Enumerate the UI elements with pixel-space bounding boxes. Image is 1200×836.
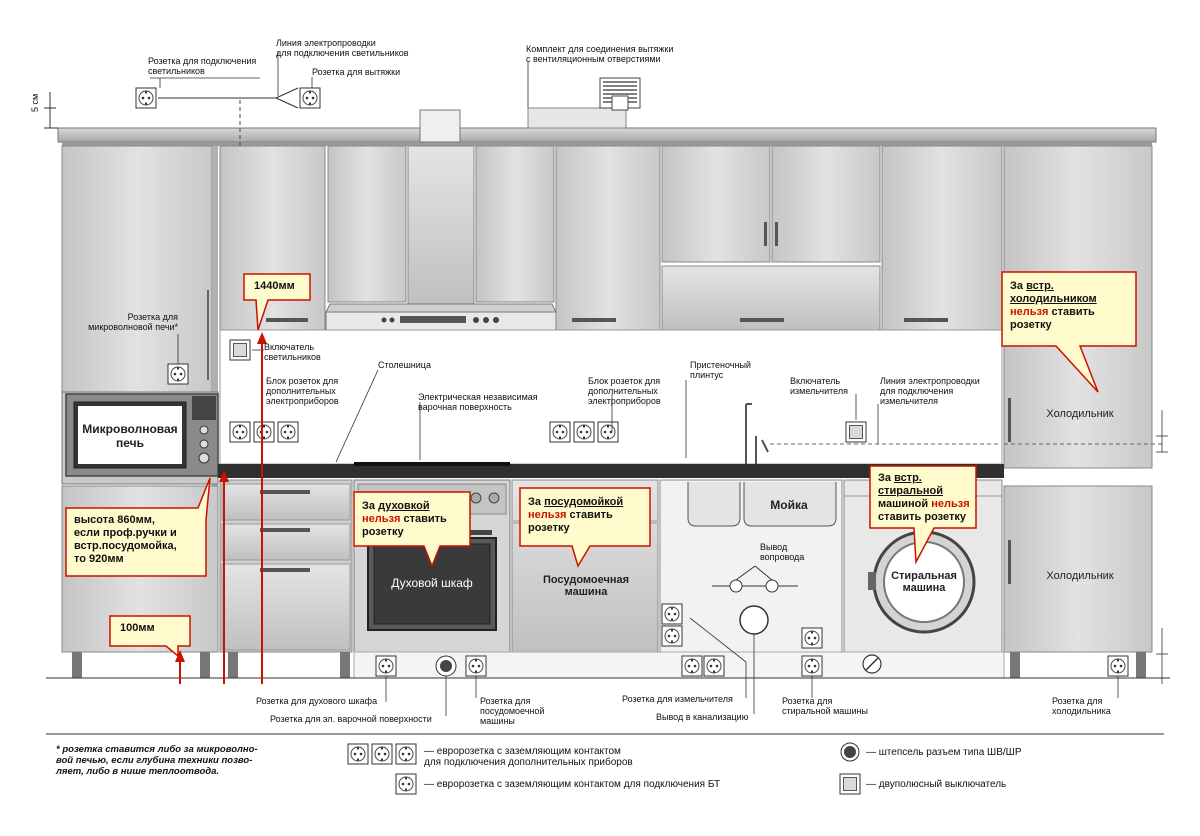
height-indicator-100	[175, 650, 185, 684]
legend-switch: — двуполюсный выключатель	[866, 779, 1007, 790]
label-socket-hob: Розетка для эл. варочной поверхности	[270, 714, 432, 724]
upper-cabinet-5b	[771, 145, 881, 263]
callout-worktop-height: высота 860мм, если проф.ручки и встр.пос…	[74, 514, 177, 565]
sewer-outlet	[739, 605, 769, 635]
socket-dishwasher	[465, 655, 487, 677]
label-sockets-block-middle: Блок розеток для дополнительных электроп…	[588, 376, 661, 406]
upper-cabinet-1	[219, 145, 326, 331]
label-socket-grinder: Розетка для измельчителя	[622, 694, 733, 704]
legend-plug: — штепсель разъем типа ШВ/ШР	[866, 747, 1022, 758]
label-sewer-outlet: Вывод в канализацию	[656, 712, 749, 722]
label-hood-kit: Комплект для соединения вытяжки с вентил…	[526, 44, 674, 64]
label-socket-dishwasher: Розетка для посудомоечной машины	[480, 696, 545, 726]
switch-grinder	[845, 421, 867, 443]
tall-column-left-upper	[61, 145, 213, 393]
socket-hob-plug	[435, 655, 457, 677]
switch-lights	[229, 339, 251, 361]
height-indicator-1440	[257, 332, 267, 684]
label-wiring-grinder: Линия электропроводки для подключения из…	[880, 376, 980, 406]
socket-oven	[375, 655, 397, 677]
cooker-hood	[325, 303, 557, 331]
washer-valve	[862, 654, 882, 674]
label-wiring-lights: Линия электропроводки для подключения св…	[276, 38, 409, 58]
label-switch-grinder: Включатель измельчителя	[790, 376, 848, 396]
legend-single-socket-icon	[395, 773, 417, 795]
water-outlet	[712, 565, 798, 593]
socket-fridge	[1107, 655, 1129, 677]
legend-switch-icon	[839, 773, 861, 795]
wiring-lights-line	[158, 87, 299, 109]
label-dishwasher: Посудомоечная машина	[542, 574, 630, 598]
label-5cm: 5 см	[30, 93, 40, 112]
upper-cabinet-2	[327, 145, 407, 303]
ceiling-socket-lights	[135, 87, 157, 109]
socket-washer-2	[801, 627, 823, 649]
label-worktop: Столешница	[378, 360, 431, 370]
ceiling-socket-hood	[299, 87, 321, 109]
label-oven: Духовой шкаф	[391, 576, 473, 590]
socket-microwave	[167, 363, 189, 385]
callout-boxes	[65, 271, 1137, 658]
label-microwave: Микроволновая печь	[82, 422, 178, 450]
legend-plug-icon	[840, 742, 860, 762]
upper-cabinet-5a	[661, 145, 771, 263]
label-socket-oven: Розетка для духового шкафа	[256, 696, 378, 706]
label-switch-lights: Включатель светильников	[264, 342, 321, 362]
hood-chimney	[407, 145, 475, 305]
label-fridge-lower: Холодильник	[1046, 570, 1114, 582]
label-fridge-upper: Холодильник	[1046, 408, 1114, 420]
label-socket-fridge: Розетка для холодильника	[1052, 696, 1111, 716]
callout-1440: 1440мм	[254, 280, 295, 292]
upper-cabinet-6	[881, 145, 1003, 331]
label-hob: Электрическая независимая варочная повер…	[418, 392, 538, 412]
footnote: * розетка ставится либо за микроволно- в…	[56, 744, 258, 777]
socket-washer	[801, 655, 823, 677]
label-water-outlet: Вывод вопровода	[760, 542, 805, 562]
height-indicator-worktop	[219, 470, 229, 684]
microwave	[65, 393, 219, 477]
upper-cabinet-3	[475, 145, 555, 303]
label-socket-lights: Розетка для подключения светильников	[148, 56, 257, 76]
label-socket-microwave: Розетка для микроволновой печи*	[88, 312, 178, 332]
vent-grill	[599, 77, 641, 111]
socket-block-middle	[549, 421, 619, 443]
faucet	[745, 403, 769, 464]
cornice	[57, 127, 1157, 143]
dimension-5cm	[44, 92, 58, 129]
fridge-column-lower	[1003, 485, 1153, 653]
legend-single-socket: — евророзетка с заземляющим контактом дл…	[424, 779, 721, 790]
label-washer: Стиральная машина	[891, 570, 957, 594]
duct-box	[419, 109, 461, 143]
legend-triple-socket: — евророзетка с заземляющим контактом дл…	[424, 746, 633, 768]
label-socket-washer: Розетка для стиральной машины	[782, 696, 868, 716]
legend-triple-socket-icon	[347, 743, 417, 765]
worktop	[218, 464, 1004, 478]
label-socket-hood: Розетка для вытяжки	[312, 67, 401, 77]
label-sink: Мойка	[770, 498, 808, 512]
socket-block-left	[229, 421, 299, 443]
callout-100: 100мм	[120, 622, 155, 634]
upper-cabinet-4	[555, 145, 661, 331]
label-plinth: Пристеночный плинтус	[690, 360, 751, 380]
label-sockets-block-left: Блок розеток для дополнительных электроп…	[266, 376, 339, 406]
